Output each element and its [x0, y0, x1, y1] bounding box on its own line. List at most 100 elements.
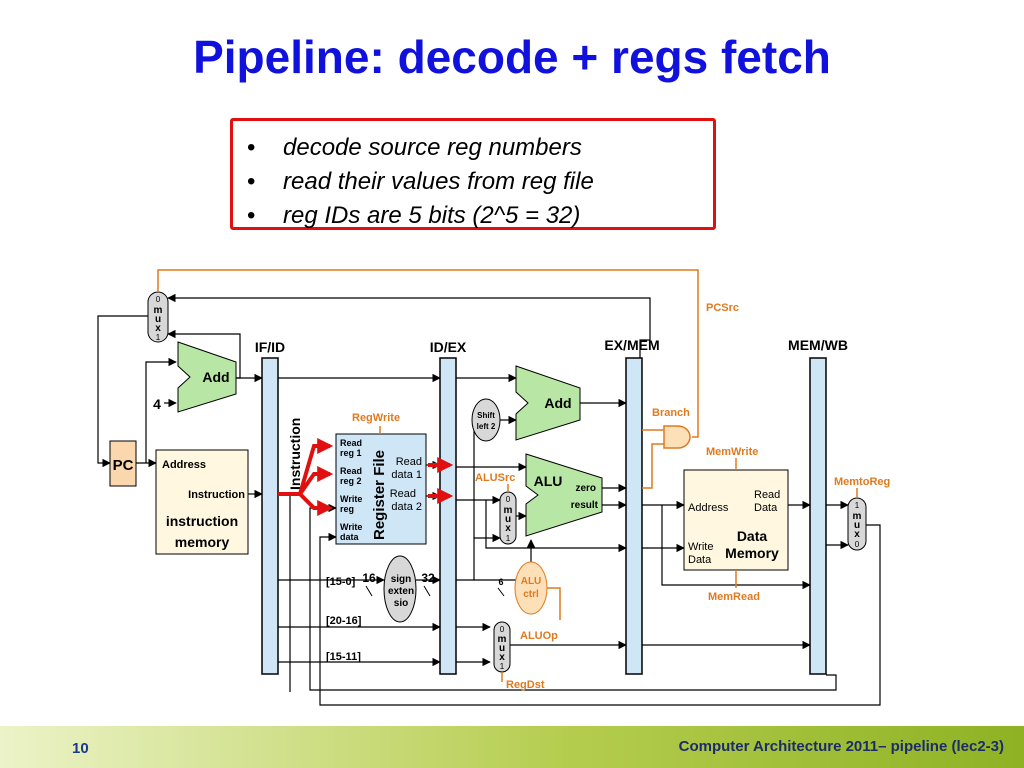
dmem-box: [683, 469, 789, 571]
signext-line2: exten: [388, 586, 414, 597]
dmem-writedata-line1: Write: [688, 541, 713, 553]
memwb-label: MEM/WB: [788, 337, 848, 353]
pc-register: PC: [109, 440, 137, 487]
alu-mux: 0 m u x 1: [499, 491, 517, 545]
mux-label: x: [854, 529, 860, 540]
bullet-marker: •: [247, 134, 256, 161]
branch-adder-label: Add: [544, 395, 571, 411]
instruction-bus-label: Instruction: [287, 418, 303, 490]
bullet-marker: •: [247, 168, 256, 195]
branch-label: Branch: [652, 407, 690, 419]
rd2-to-exmem-wire: [485, 500, 627, 553]
alusrc-label: ALUSrc: [475, 472, 515, 484]
shift-left-2: Shift left 2: [471, 398, 501, 442]
red-arrow-rs: [278, 438, 334, 496]
branch-target-wire: [167, 293, 651, 360]
imm-to-aluctrl-wire: [474, 579, 521, 583]
pcsrc-wire: [157, 269, 699, 438]
mux-label: 1: [855, 501, 860, 510]
pipeline-diagram: IF/ID ID/EX EX/MEM MEM/WB 0 m u x 1 PC A…: [97, 269, 890, 706]
mux-label: m: [154, 305, 163, 316]
pcsrc-label: PCSrc: [706, 302, 739, 314]
addr-to-memwb-wire: [661, 505, 811, 590]
highlight-arrows: [278, 438, 454, 516]
data-memory: Address Read Data Write Data Data Memory: [683, 469, 789, 571]
regfile-name-label: Register File: [371, 450, 388, 540]
width-32-label: 32: [421, 571, 435, 585]
regfile-box: [335, 433, 427, 545]
bitfield-rt-label: [20-16]: [326, 615, 362, 627]
dmem-readdata-line1: Read: [754, 489, 780, 501]
write-reg-line1: Write: [340, 494, 362, 504]
signext-line1: sign: [391, 574, 412, 585]
mux-label: m: [504, 505, 513, 516]
ifid-label: IF/ID: [255, 339, 285, 355]
bullet-text: read their values from reg file: [283, 168, 594, 195]
control-wires: [157, 269, 858, 682]
write-data-line1: Write: [340, 522, 362, 532]
imem-box: [155, 449, 249, 555]
mux-label: 0: [156, 295, 161, 304]
pipeline-registers: IF/ID ID/EX EX/MEM MEM/WB: [255, 337, 848, 675]
pc-to-add-wire: [145, 357, 177, 463]
regwrite-label: RegWrite: [352, 412, 400, 424]
pc-adder-shape: [177, 341, 237, 413]
write-reg-line2: reg: [340, 504, 354, 514]
alu-result-label: result: [571, 500, 599, 511]
bullet-box: •decode source reg numbers • read their v…: [230, 118, 716, 230]
bullet-item: •decode source reg numbers: [247, 131, 713, 165]
width-tick: [365, 585, 373, 597]
pc-box: [109, 440, 137, 487]
pc-adder-label: Add: [202, 369, 229, 385]
mux-label: m: [498, 634, 507, 645]
footer-bar: [0, 726, 1024, 768]
mux-label: 0: [500, 625, 505, 634]
ifid-register: [261, 357, 279, 675]
read-data2-line2: data 2: [391, 501, 422, 513]
bullet-marker: •: [247, 202, 256, 229]
dmem-name-line2: Memory: [725, 545, 779, 561]
read-reg1-line1: Read: [340, 438, 362, 448]
read-data2-line1: Read: [390, 488, 416, 500]
memtoreg-label: MemtoReg: [834, 476, 890, 488]
regdst-mux: 0 m u x 1: [493, 621, 511, 673]
alu-control: ALU ctrl 6: [497, 561, 548, 615]
alu-ctrl-shape: [514, 561, 548, 615]
mux-label: x: [505, 523, 511, 534]
shift-line2: left 2: [477, 422, 496, 431]
read-reg2-line2: reg 2: [340, 476, 362, 486]
bullet-text: reg IDs are 5 bits (2^5 = 32): [283, 202, 581, 229]
writeback-data-wire: [319, 524, 881, 706]
pc-adder: Add 4: [153, 341, 237, 413]
pc-mux-out-wire: [97, 315, 148, 468]
mux-label: u: [155, 314, 161, 325]
memwrite-label: MemWrite: [706, 446, 758, 458]
read-reg2-line1: Read: [340, 466, 362, 476]
imem-instruction-label: Instruction: [188, 489, 245, 501]
zero-to-and-wire: [642, 443, 664, 489]
aluop-label: ALUOp: [520, 630, 558, 642]
red-arrow-rd: [298, 492, 334, 516]
signext-shape: [383, 555, 417, 623]
mux-label: 0: [855, 540, 860, 549]
register-file: Read reg 1 Read reg 2 Write reg Write da…: [335, 433, 427, 545]
instruction-memory: Address Instruction instruction memory: [155, 449, 249, 555]
control-labels: PCSrc Branch RegWrite ALUSrc ALUOp RegDs…: [352, 302, 890, 691]
memwb-register: [809, 357, 827, 675]
bitfield-imm-label: [15-0]: [326, 576, 356, 588]
alu-ctrl-line2: ctrl: [523, 589, 539, 600]
bullet-item: • read their values from reg file: [247, 165, 713, 199]
idex-register: [439, 357, 457, 675]
dmem-readdata-line2: Data: [754, 502, 778, 514]
exmem-label: EX/MEM: [604, 337, 659, 353]
shift-shape: [471, 398, 501, 442]
mux-label: 0: [506, 495, 511, 504]
mux-label: 1: [506, 534, 511, 543]
imem-address-label: Address: [162, 459, 206, 471]
alu-zero-label: zero: [575, 483, 596, 494]
alu: ALU zero result: [525, 453, 603, 537]
bitfield-rd-label: [15-11]: [326, 651, 361, 663]
write-data-line2: data: [340, 532, 360, 542]
footer-caption: Computer Architecture 2011– pipeline (le…: [678, 738, 1004, 755]
alu-shape: [525, 453, 603, 537]
